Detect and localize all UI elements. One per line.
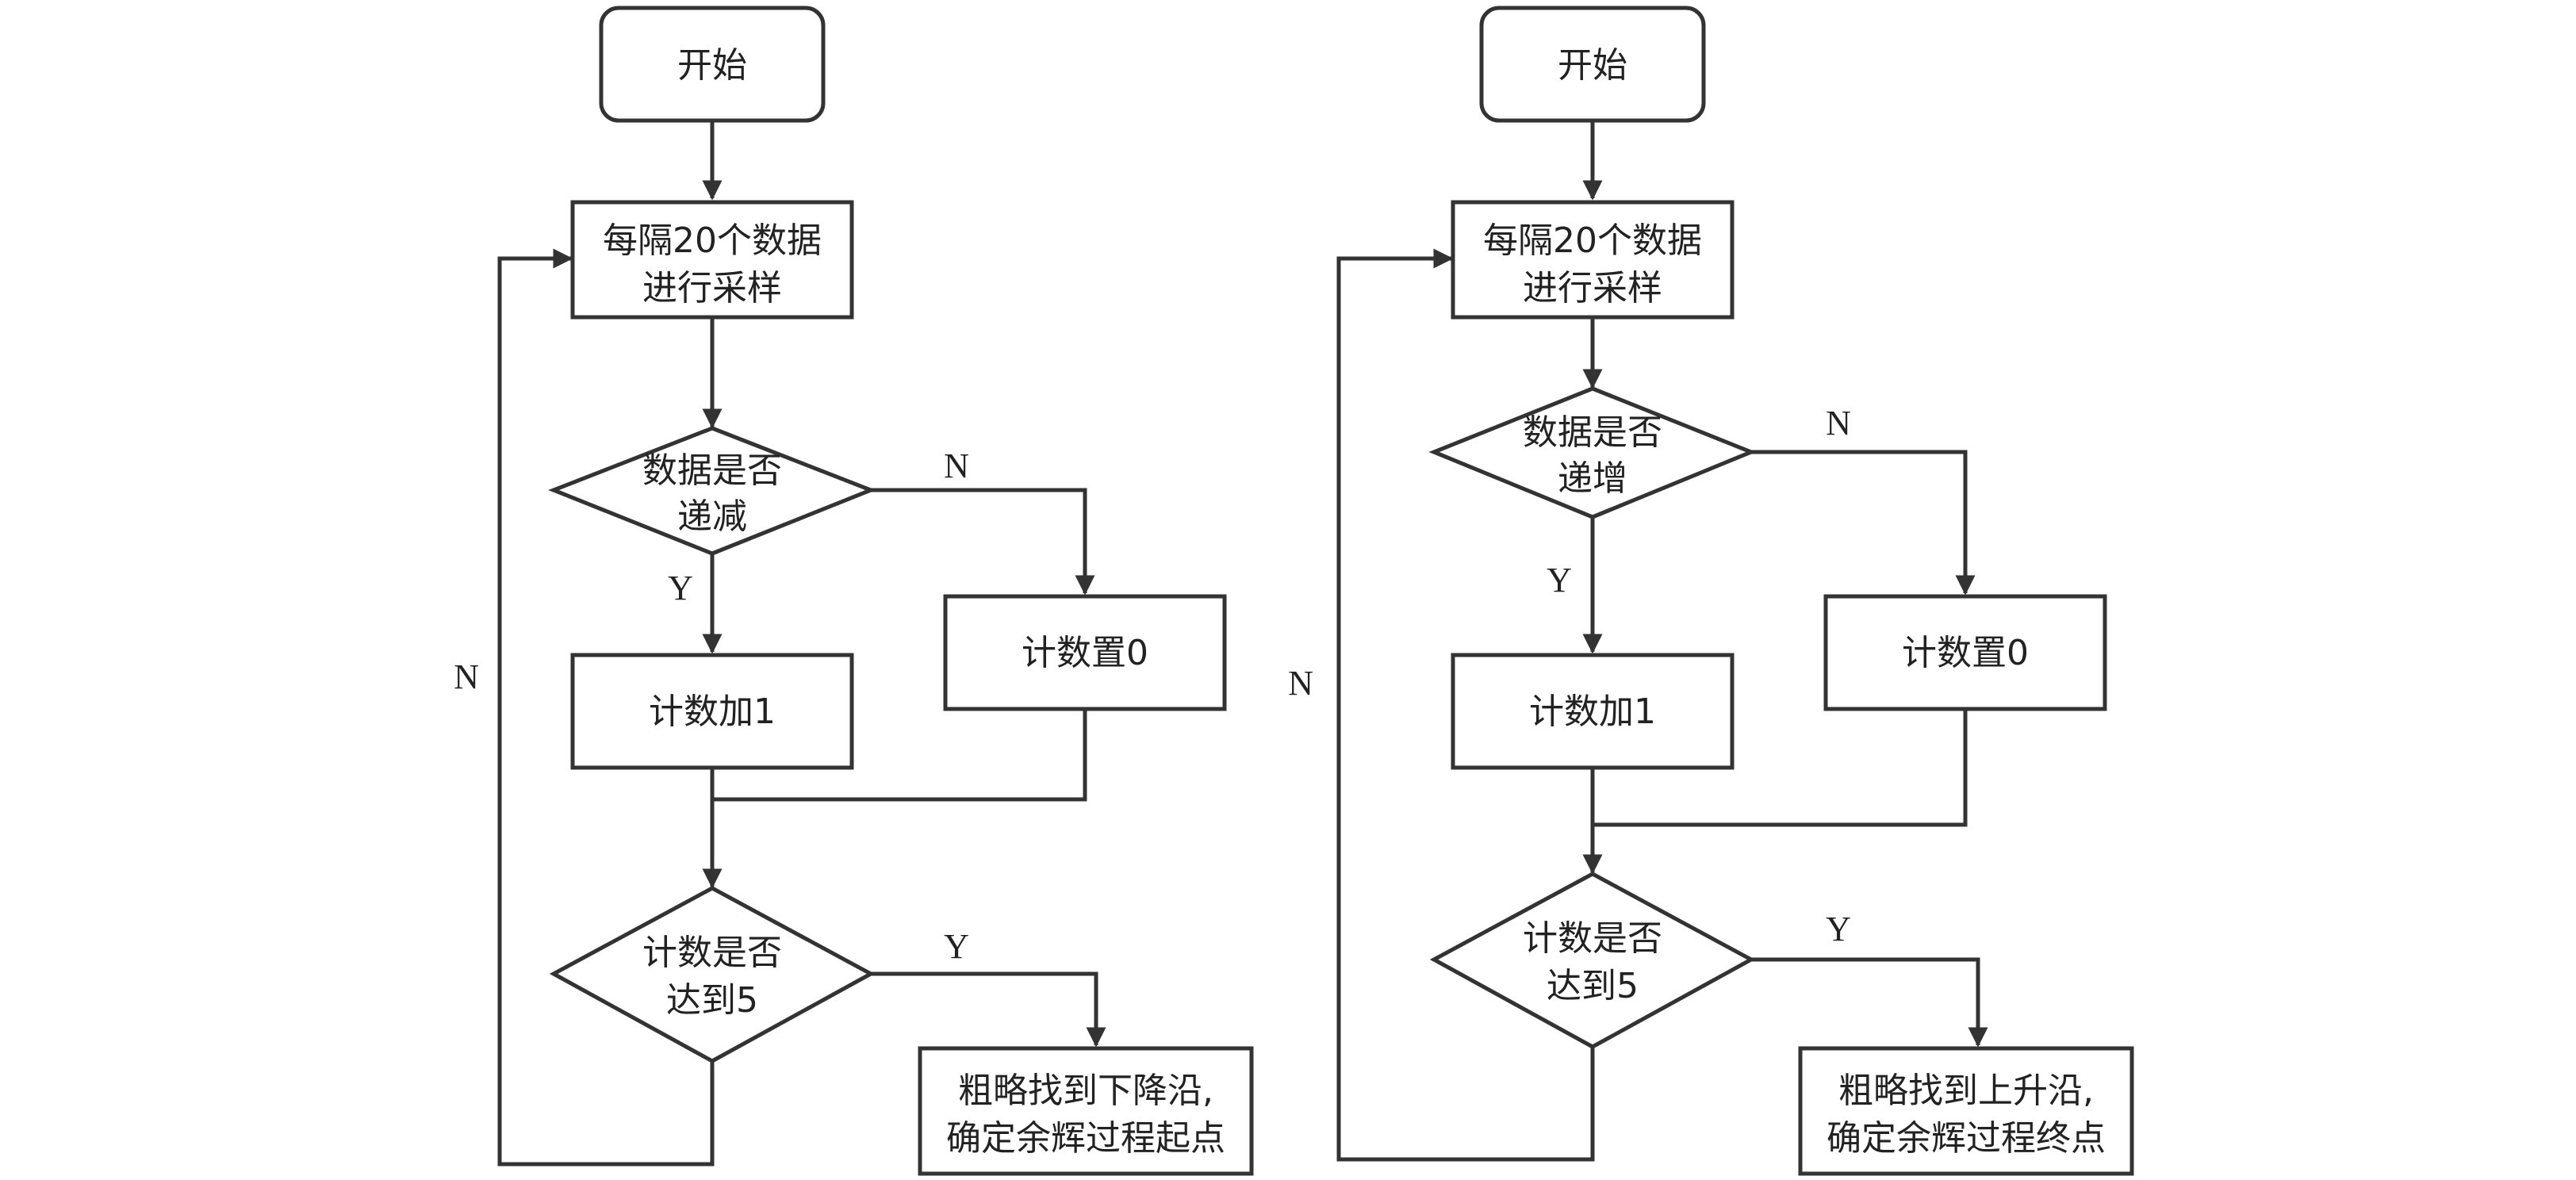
right-sample-line1: 每隔20个数据	[1483, 220, 1702, 261]
right-label-y-count: Y	[1826, 910, 1851, 948]
right-result-box	[1798, 1046, 2134, 1176]
right-flowchart: 开始 每隔20个数据 进行采样 数据是否 递增 计数加1 计数置0 计数是否 达…	[1288, 6, 2134, 1176]
left-start-label: 开始	[677, 45, 747, 86]
right-arrow-loop-no	[1336, 248, 1595, 1162]
left-count-reset-label: 计数置0	[1022, 633, 1148, 673]
right-sample-line2: 进行采样	[1523, 268, 1662, 308]
right-label-y-trend: Y	[1547, 561, 1572, 600]
left-result-line1: 粗略找到下降沿,	[958, 1071, 1213, 1111]
right-count-add-box	[1451, 653, 1735, 770]
right-arrow-count-yes	[1751, 957, 1988, 1048]
right-label-n-loop: N	[1288, 664, 1313, 703]
left-result-line2: 确定余辉过程起点	[946, 1118, 1225, 1159]
right-count-reset-label: 计数置0	[1902, 633, 2029, 673]
left-label-y-trend: Y	[668, 569, 693, 607]
left-decision-trend-line2: 递减	[677, 496, 747, 537]
left-flowchart: 开始 每隔20个数据 进行采样 数据是否 递减 计数加1 计数置0 计数是否 达…	[454, 6, 1254, 1176]
left-decision-count	[549, 886, 876, 1063]
left-line-reset-merge	[712, 709, 1087, 802]
right-count-reset-box	[1823, 594, 2107, 711]
left-label-n-trend: N	[944, 446, 969, 485]
left-arrow-loop-no	[497, 248, 715, 1167]
right-result-line2: 确定余辉过程终点	[1827, 1118, 2106, 1159]
right-count-add-label: 计数加1	[1529, 692, 1656, 732]
right-decision-trend	[1428, 386, 1757, 519]
right-decision-count	[1429, 872, 1756, 1049]
left-decision-trend	[548, 426, 876, 556]
right-decision-trend-line2: 递增	[1558, 458, 1627, 499]
left-sample-box	[570, 200, 854, 320]
right-sample-box	[1451, 200, 1735, 320]
right-decision-count-line2: 达到5	[1547, 966, 1639, 1006]
left-decision-count-line1: 计数是否	[642, 933, 782, 973]
right-line-reset-merge	[1593, 709, 1968, 827]
right-label-n-trend: N	[1826, 404, 1851, 442]
right-decision-trend-line1: 数据是否	[1523, 412, 1662, 453]
right-arrow-decision-no	[1751, 450, 1976, 596]
left-sample-line1: 每隔20个数据	[603, 220, 822, 261]
left-count-add-label: 计数加1	[649, 692, 776, 732]
right-decision-count-line1: 计数是否	[1523, 918, 1662, 959]
left-arrow-count-yes	[871, 971, 1106, 1048]
left-start-terminal	[599, 6, 826, 123]
right-start-terminal	[1479, 6, 1706, 123]
left-result-box	[918, 1046, 1254, 1176]
left-label-n-loop: N	[454, 657, 479, 696]
left-sample-line2: 进行采样	[642, 268, 782, 308]
left-label-y-count: Y	[944, 927, 969, 966]
left-count-add-box	[570, 653, 854, 770]
right-start-label: 开始	[1558, 45, 1627, 86]
left-count-reset-box	[943, 594, 1227, 711]
right-result-line1: 粗略找到上升沿,	[1838, 1071, 2094, 1111]
left-decision-count-line2: 达到5	[666, 980, 758, 1021]
left-arrow-decision-no	[871, 488, 1095, 596]
left-decision-trend-line1: 数据是否	[642, 450, 782, 491]
